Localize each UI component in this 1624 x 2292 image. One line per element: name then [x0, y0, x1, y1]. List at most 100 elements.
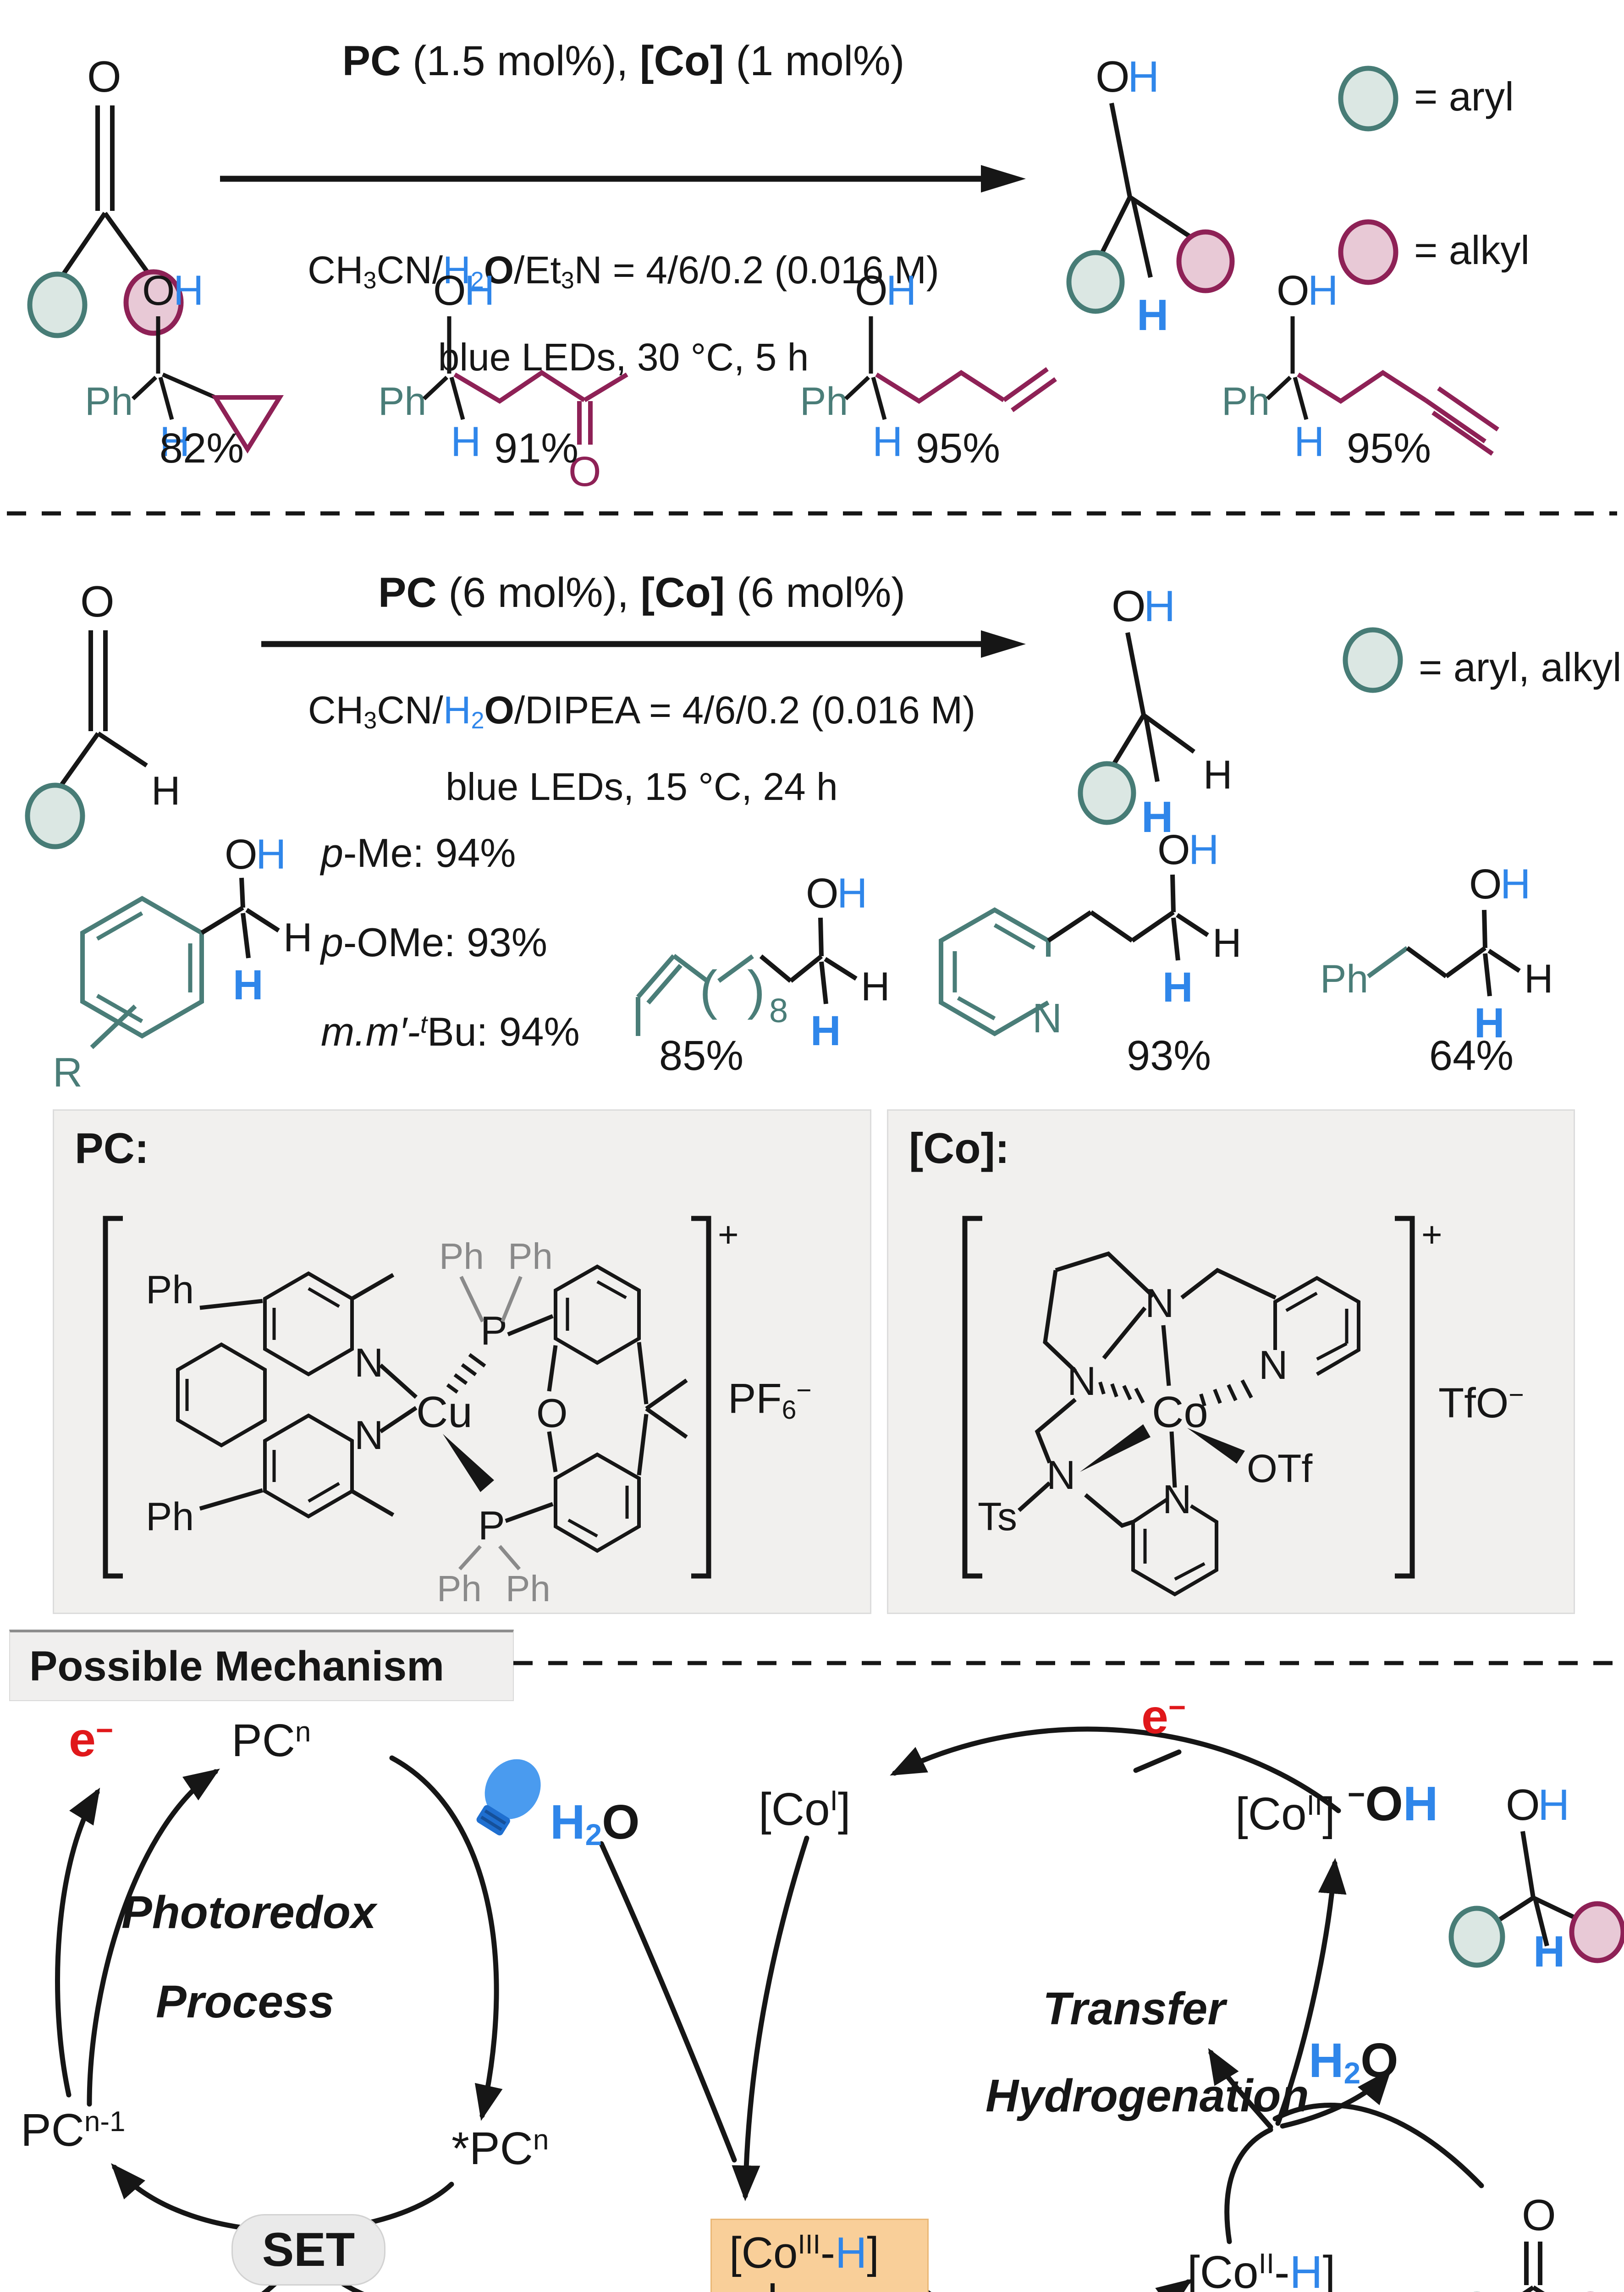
svg-text:O: O — [1096, 52, 1130, 101]
svg-text:H: H — [1500, 861, 1530, 908]
cobalt-i-label: [CoI] — [759, 1784, 851, 1835]
reaction1-arrow — [220, 165, 1026, 193]
svg-text:H: H — [1308, 267, 1338, 314]
svg-text:H: H — [464, 267, 495, 314]
svg-text:Ph: Ph — [1320, 957, 1368, 1001]
aryl-circle — [1066, 250, 1125, 314]
svg-text:Ph: Ph — [800, 380, 848, 424]
svg-text:N: N — [1162, 1477, 1192, 1522]
co-reduction-arc — [890, 1726, 1341, 1813]
hashed-bond — [446, 1353, 486, 1394]
svg-text:O: O — [1157, 826, 1190, 873]
reaction2-catalysts: PC (6 mol%), [Co] (6 mol%) — [378, 569, 906, 616]
excitation-arc — [389, 1755, 503, 2121]
svg-text:P: P — [480, 1308, 507, 1353]
aryl-circle — [27, 271, 88, 338]
co-hydride-formation-arrow — [732, 1835, 809, 2201]
product3-structure: OH Ph H — [800, 267, 1057, 465]
svg-text:Ph: Ph — [506, 1568, 551, 1609]
ketone-substrate-structure: O — [27, 52, 184, 338]
svg-text:H: H — [872, 419, 903, 465]
svg-text:H: H — [1474, 1000, 1504, 1047]
benzene-ring — [80, 896, 204, 1039]
triflate-ligand: OTf — [1247, 1447, 1313, 1491]
co-hydride-highlight-box: [CoIII-H] OH — [710, 2219, 929, 2292]
alkenyl-alcohol-structure: ( ) 8 OH H H — [636, 870, 890, 1054]
left-bracket — [103, 1216, 123, 1579]
th-title-1: Transfer — [1043, 1983, 1226, 2034]
pyridine-ring — [1273, 1276, 1360, 1376]
alkyl-chain — [1297, 370, 1427, 404]
aldehyde-h: H — [151, 768, 181, 813]
ph-label: Ph — [85, 380, 133, 424]
aryl-circle — [1343, 627, 1403, 693]
benzyl-yield-1: p-Me: 94% — [321, 830, 516, 876]
tfo-counterion: TfO− — [1438, 1380, 1524, 1427]
svg-text:O: O — [433, 267, 466, 314]
alkyl-chain — [453, 370, 586, 404]
svg-text:H: H — [1524, 956, 1553, 1001]
benzyl-yield-3: m.m′-tBu: 94% — [321, 1009, 580, 1054]
legend1-circles — [1338, 66, 1398, 285]
aldehyde-substrate-structure: O H — [25, 577, 181, 849]
hydride-h: H — [160, 419, 190, 465]
product2-structure: OH Ph H O — [378, 267, 628, 495]
variable-substituent-bond — [90, 1004, 137, 1049]
electron-feed-line — [1133, 1749, 1182, 1773]
svg-text:H: H — [837, 870, 867, 917]
electron-label-top: e− — [1141, 1690, 1186, 1744]
svg-text:H: H — [886, 267, 916, 314]
legend-alkyl: = alkyl — [1414, 227, 1530, 273]
svg-text:H: H — [233, 962, 263, 1008]
left-bracket — [962, 1216, 982, 1579]
cobalt-ii-label: [CoII] — [1235, 1788, 1335, 1840]
svg-text:H: H — [1538, 1780, 1569, 1829]
pcn-label: PCn — [231, 1715, 311, 1766]
aryl-circle — [1078, 761, 1136, 825]
svg-text:O: O — [225, 831, 258, 878]
svg-text:Ph: Ph — [439, 1236, 484, 1277]
svg-text:O: O — [855, 267, 888, 314]
reaction1-catalysts: PC (1.5 mol%), [Co] (1 mol%) — [342, 38, 905, 84]
svg-text:Ph: Ph — [1222, 380, 1270, 424]
svg-text:N: N — [1145, 1280, 1174, 1326]
svg-text:H: H — [173, 267, 204, 314]
svg-text:): ) — [747, 960, 765, 1020]
mechanism-header: Possible Mechanism — [9, 1630, 514, 1701]
svg-text:Ph: Ph — [437, 1568, 482, 1609]
mech-ketone-substrate: O — [1473, 2191, 1594, 2292]
tosyl-label: Ts — [978, 1495, 1017, 1539]
svg-text:H: H — [1212, 920, 1242, 965]
phenylpropanol-yield: 64% — [1429, 1032, 1514, 1079]
water-input-line — [599, 1841, 737, 2163]
benzyl-alcohol-structure: OH H H R — [53, 831, 313, 1096]
pf6-counterion: PF6− — [728, 1375, 812, 1425]
gem-dimethyl — [645, 1378, 688, 1410]
hydride-h: H — [1137, 291, 1168, 340]
alkyne-triple-bond — [1424, 398, 1486, 444]
teoa-oxidation-arrow — [261, 2281, 278, 2292]
svg-text:H: H — [283, 915, 313, 960]
phenylpropanol-structure: Ph OH H H — [1320, 861, 1553, 1047]
pc-regeneration-arc — [87, 1769, 220, 2107]
svg-text:O: O — [1469, 861, 1502, 908]
e-release-arrow — [55, 1787, 100, 2098]
blue-led-bulb-icon — [476, 1759, 541, 1836]
svg-text:N: N — [1046, 1452, 1076, 1498]
svg-text:Ph: Ph — [508, 1236, 553, 1277]
primary-alcohol-product-structure: O H H H — [1078, 582, 1233, 842]
pyridine-n: N — [1032, 996, 1062, 1041]
xanthene-oxygen: O — [536, 1390, 567, 1436]
svg-text:O: O — [1522, 2191, 1556, 2240]
section-divider-dashed — [7, 511, 1617, 516]
svg-text:N: N — [354, 1412, 384, 1458]
copper-center: Cu — [416, 1388, 473, 1437]
ketone-oxygen: O — [568, 448, 601, 495]
th-title-2: Hydrogenation — [985, 2070, 1309, 2121]
pc-structure-drawing: N N Ph Ph Cu P P Ph Ph Ph Ph — [103, 1216, 711, 1609]
wedge-bond — [1187, 1428, 1245, 1464]
pc-bold: PC — [342, 38, 401, 84]
coiih-output-line — [1224, 2127, 1273, 2244]
svg-text:H: H — [1162, 964, 1193, 1011]
